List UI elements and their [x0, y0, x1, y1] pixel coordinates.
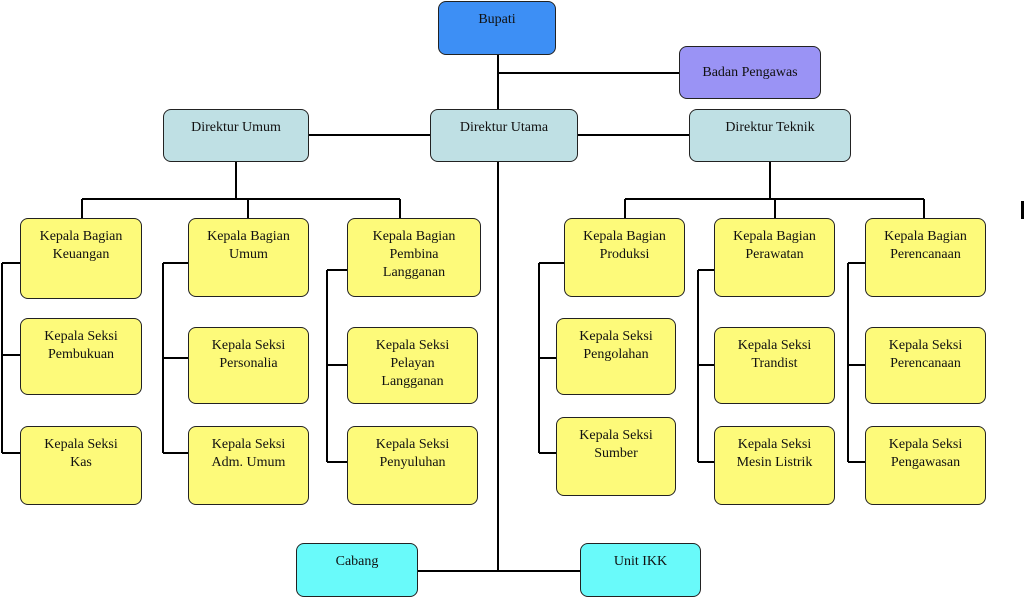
node-kepala-seksi-personalia: Kepala Seksi Personalia	[188, 327, 309, 404]
node-kepala-seksi-kas: Kepala Seksi Kas	[20, 426, 142, 505]
edge-fragment	[1021, 201, 1024, 219]
node-kepala-seksi-trandist: Kepala Seksi Trandist	[714, 327, 835, 404]
node-direktur-utama: Direktur Utama	[430, 109, 578, 162]
node-kepala-seksi-pembukuan: Kepala Seksi Pembukuan	[20, 318, 142, 395]
node-kepala-bagian-perencanaan: Kepala Bagian Perencanaan	[865, 218, 986, 297]
node-direktur-teknik: Direktur Teknik	[689, 109, 851, 162]
node-kepala-seksi-pelayan-langganan: Kepala Seksi Pelayan Langganan	[347, 327, 478, 404]
node-kepala-bagian-keuangan: Kepala Bagian Keuangan	[20, 218, 142, 299]
node-kepala-bagian-pembina-langganan: Kepala Bagian Pembina Langganan	[347, 218, 481, 297]
node-cabang: Cabang	[296, 543, 418, 597]
node-kepala-seksi-adm-umum: Kepala Seksi Adm. Umum	[188, 426, 309, 505]
node-kepala-seksi-pengawasan: Kepala Seksi Pengawasan	[865, 426, 986, 505]
node-kepala-seksi-pengolahan: Kepala Seksi Pengolahan	[556, 318, 676, 395]
node-badan-pengawas: Badan Pengawas	[679, 46, 821, 99]
node-kepala-bagian-produksi: Kepala Bagian Produksi	[564, 218, 685, 297]
node-kepala-bagian-umum: Kepala Bagian Umum	[188, 218, 309, 297]
node-kepala-seksi-perencanaan: Kepala Seksi Perencanaan	[865, 327, 986, 404]
node-unit-ikk: Unit IKK	[580, 543, 701, 597]
node-kepala-seksi-penyuluhan: Kepala Seksi Penyuluhan	[347, 426, 478, 505]
node-kepala-seksi-sumber: Kepala Seksi Sumber	[556, 417, 676, 496]
node-direktur-umum: Direktur Umum	[163, 109, 309, 162]
node-bupati: Bupati	[438, 1, 556, 55]
node-kepala-seksi-mesin-listrik: Kepala Seksi Mesin Listrik	[714, 426, 835, 505]
node-kepala-bagian-perawatan: Kepala Bagian Perawatan	[714, 218, 835, 297]
